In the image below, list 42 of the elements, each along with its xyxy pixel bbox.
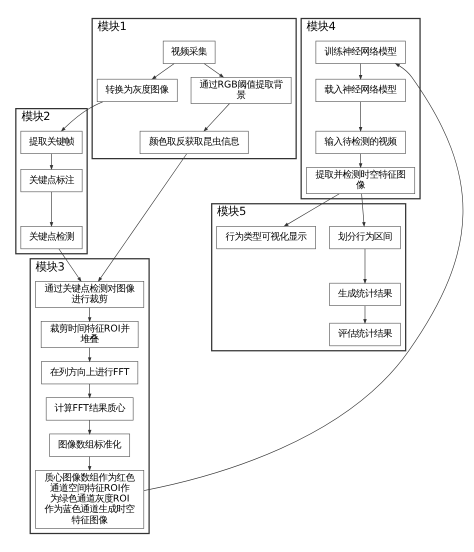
node-box: 计算FFT结果质心 xyxy=(46,397,134,421)
arrow xyxy=(98,154,187,282)
arrow xyxy=(50,192,54,228)
node-box: 质心图像数组作为红色通道空间特征ROI作为绿色通道灰度ROI作为蓝色通道生成时空特征图像 xyxy=(35,470,144,529)
arrow xyxy=(358,102,362,132)
arrow xyxy=(88,420,92,435)
node-box: 图像数组标准化 xyxy=(49,434,130,457)
arrow xyxy=(358,63,362,80)
arrow xyxy=(88,456,92,472)
node-box: 裁剪时间特征ROI并堆叠 xyxy=(40,321,138,348)
node-box: 行为类型可视化显示 xyxy=(216,226,316,250)
arrow xyxy=(363,306,367,324)
arrow xyxy=(363,248,367,284)
node-box: 颜色取反获取昆虫信息 xyxy=(140,130,249,154)
node-box: 在列方向上进行FFT xyxy=(41,361,138,384)
arrow xyxy=(88,384,92,399)
node-box: 提取并检测时空特征图像 xyxy=(306,167,416,194)
arrow xyxy=(58,248,82,282)
arrow xyxy=(88,307,92,322)
node-box: 载入神经网络模型 xyxy=(316,78,406,102)
arrow xyxy=(358,153,362,168)
arrow xyxy=(284,194,340,227)
arrow xyxy=(361,194,366,228)
node-box: 划分行为区间 xyxy=(329,226,401,250)
arrow xyxy=(151,63,174,80)
arrow xyxy=(203,103,230,132)
node-box: 训练神经网络模型 xyxy=(316,40,406,64)
node-box: 视频采集 xyxy=(162,40,216,64)
node-box: 评估统计结果 xyxy=(329,322,401,346)
arrow xyxy=(88,348,92,362)
arrow xyxy=(60,102,104,132)
node-box: 转换为灰度图像 xyxy=(96,78,178,102)
node-box: 通过RGB阈值提取背景 xyxy=(190,77,292,104)
node-box: 输入待检测的视频 xyxy=(316,130,406,154)
arrow xyxy=(144,63,464,491)
node-box: 生成统计结果 xyxy=(329,282,401,306)
node-box: 关键点标注 xyxy=(20,169,82,192)
node-box: 通过关键点检测对图像进行裁剪 xyxy=(35,281,144,308)
arrow xyxy=(50,153,54,170)
node-box: 关键点检测 xyxy=(20,226,82,250)
node-box: 提取关键帧 xyxy=(20,130,82,154)
arrow xyxy=(204,63,224,78)
